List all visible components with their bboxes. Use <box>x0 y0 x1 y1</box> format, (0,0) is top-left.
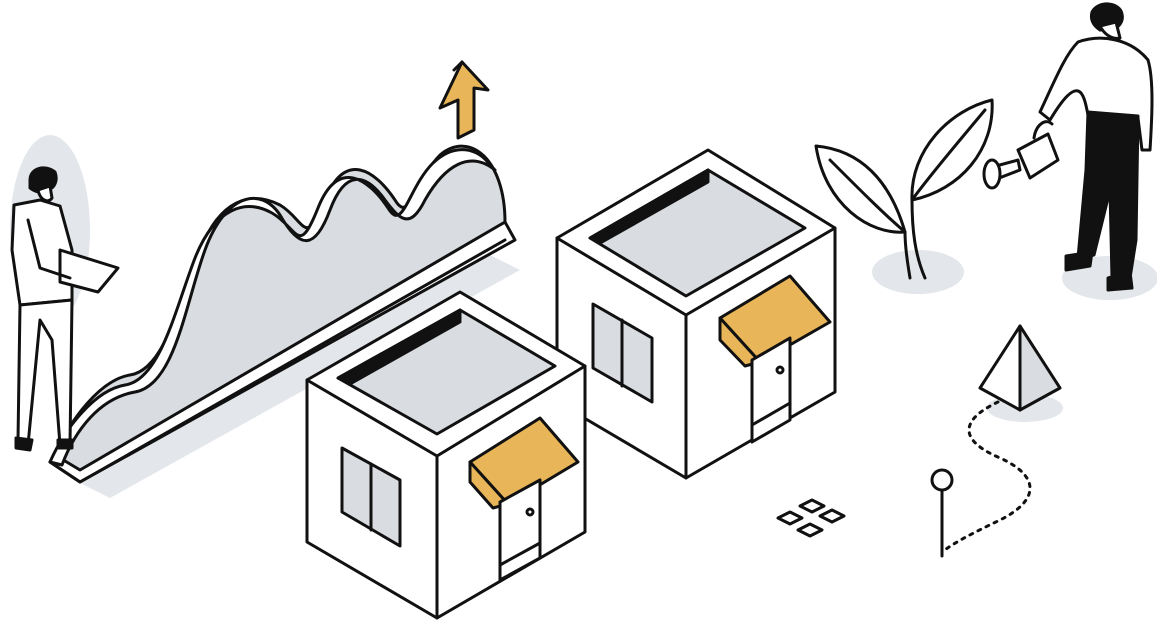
pyramid-icon <box>978 324 1063 422</box>
analyst-figure-icon <box>10 135 120 452</box>
store-building-icon <box>555 148 837 480</box>
watering-can-icon <box>982 120 1060 190</box>
plant-icon <box>814 98 994 280</box>
dotted-path-icon <box>940 400 1032 554</box>
gardener-figure-icon <box>982 2 1154 292</box>
tile-cluster-icon <box>776 498 846 538</box>
map-pin-icon <box>930 468 954 558</box>
store-building-icon <box>305 290 587 620</box>
growth-wave-chart-icon <box>48 144 517 484</box>
up-arrow-icon <box>438 60 490 140</box>
